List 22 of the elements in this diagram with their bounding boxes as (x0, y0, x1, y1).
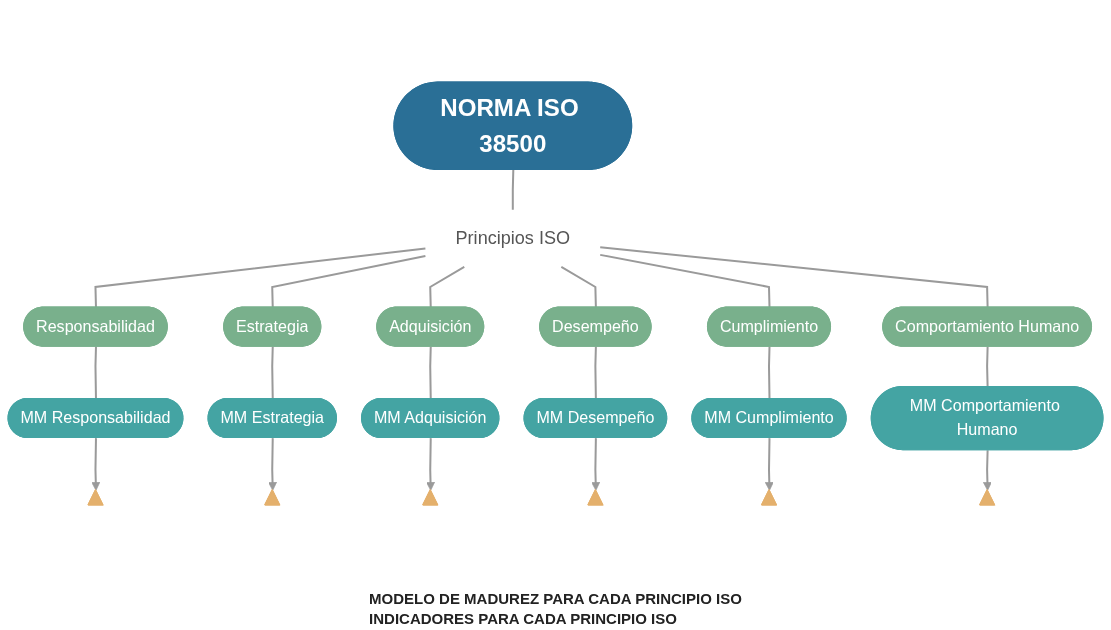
connector (986, 346, 989, 387)
arrow (591, 438, 601, 491)
connector (560, 266, 597, 308)
arrow (983, 450, 992, 491)
arrow (426, 438, 435, 491)
caption-text: MODELO DE MADUREZ PARA CADA PRINCIPIO ISO (369, 590, 742, 607)
connector (94, 247, 426, 308)
connector (511, 169, 515, 210)
arrow (764, 438, 774, 491)
connector (271, 346, 274, 399)
caption-text: INDICADORES PARA CADA PRINCIPIO ISO (369, 610, 678, 627)
connector (271, 254, 426, 308)
connector (429, 346, 432, 399)
node-text: Principios ISO (455, 227, 571, 248)
connector (594, 346, 597, 399)
connector (600, 253, 771, 308)
connector (429, 266, 465, 308)
arrow (268, 438, 277, 491)
arrow (91, 438, 101, 491)
connector (94, 346, 97, 399)
connector (768, 346, 771, 399)
connector (600, 246, 989, 308)
